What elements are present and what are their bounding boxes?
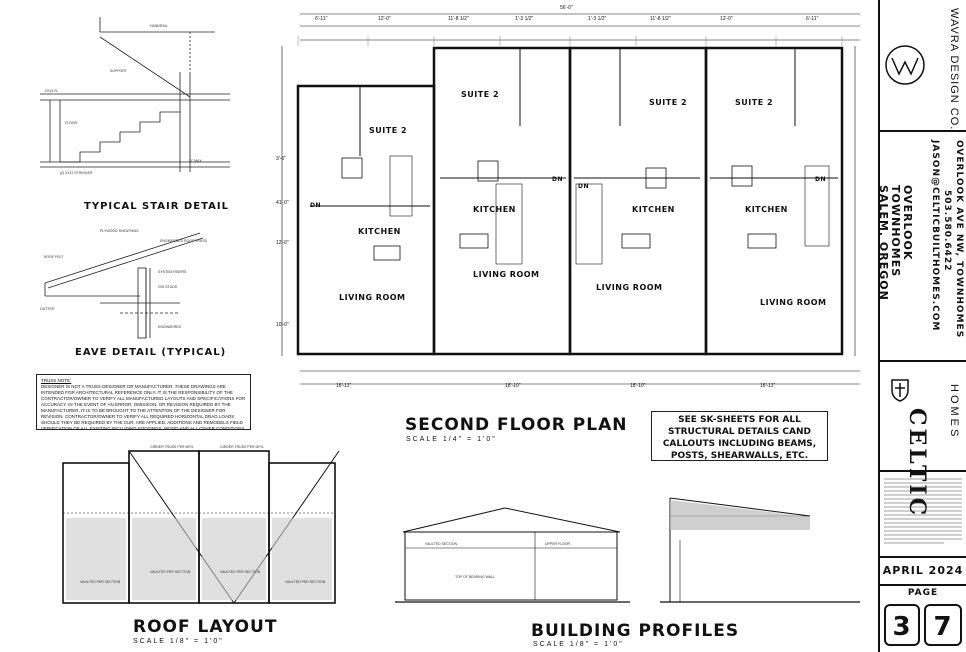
svg-text:2X6 STUDS: 2X6 STUDS [158,285,178,289]
page-number: 3 [884,604,920,646]
room-kitchen-4: KITCHEN [745,205,788,214]
date-cell: APRIL 2024 [880,556,966,586]
celtic-shield-icon [891,379,909,402]
svg-text:UPPER FLOOR: UPPER FLOOR [545,542,571,546]
top-dim-3: 11'-8 1/2" [448,16,469,22]
stair-dn-2: DN [552,176,564,183]
svg-text:VAULTED PER SECTION: VAULTED PER SECTION [285,580,326,584]
building-profiles-title: BUILDING PROFILES [531,621,740,641]
svg-text:GIRDER TRUSS PER MFG.: GIRDER TRUSS PER MFG. [150,445,194,449]
svg-text:ENGINEERED: ENGINEERED [158,325,182,329]
bottom-dim-4: 16'-11" [760,383,776,389]
company-name: WAVRA DESIGN CO. [948,8,960,131]
callout-line-1: SEE SK-SHEETS FOR ALL [678,415,801,425]
callout-line-2: STRUCTURAL DETAILS CAND [668,427,811,437]
side-dim-1: 41'-0" [276,200,289,206]
side-dim-4: 10'-0" [276,322,289,328]
address-line-1: OVERLOOK AVE NW, TOWNHOMES [954,140,964,339]
building-profile-left: VAULTED SECTION UPPER FLOOR TOP OF BEARI… [395,507,630,603]
svg-text:ENGINEERED ROOF TRUSS: ENGINEERED ROOF TRUSS [160,239,208,243]
page-total: 7 [924,604,962,646]
wavra-logo [885,45,925,85]
svg-text:(2) 2X12 STRINGER: (2) 2X12 STRINGER [60,171,93,175]
room-kitchen-3: KITCHEN [632,205,675,214]
svg-text:VAULTED SECTION: VAULTED SECTION [425,542,458,546]
builder-block: CELTIC HOMES [880,360,966,518]
title-block: WAVRA DESIGN CO. OVERLOOK TOWNHOMES SALE… [877,0,966,652]
roof-layout-title: ROOF LAYOUT [133,617,278,637]
eave-detail-drawing: PLYWOOD SHEATHING ENGINEERED ROOF TRUSS … [40,229,208,339]
svg-text:SUPPORT: SUPPORT [110,69,128,73]
svg-text:TOP OF BEARING WALL: TOP OF BEARING WALL [455,575,495,579]
structural-callout: SEE SK-SHEETS FOR ALL STRUCTURAL DETAILS… [651,411,828,461]
second-floor-plan-scale: SCALE 1/4" = 1'0" [406,436,497,443]
address-line-3: JASON@CELTICBUILTHOMES.COM [930,140,940,332]
svg-text:VAULTED PER SECTION: VAULTED PER SECTION [80,580,121,584]
project-line-2: TOWNHOMES [889,185,902,278]
project-line-1: OVERLOOK [901,185,914,261]
legal-notes-lines [884,478,962,544]
room-suite-3: SUITE 2 [649,98,688,107]
overall-dimension: 56'-0" [560,5,573,11]
svg-text:HANDRAIL: HANDRAIL [150,24,168,28]
page-label: PAGE [907,588,939,598]
stair-detail-drawing: HANDRAIL SUPPORT 2X10 FL FLOOR 6" MAX (2… [40,17,230,175]
room-living-2: LIVING ROOM [473,270,540,279]
room-suite-2: SUITE 2 [461,90,500,99]
svg-text:VAULTED PER SECTION: VAULTED PER SECTION [150,570,191,574]
svg-text:FLOOR: FLOOR [65,121,78,125]
svg-text:PLYWOOD SHEATHING: PLYWOOD SHEATHING [100,229,139,233]
stair-dn-4: DN [815,176,827,183]
top-dim-8: 6'-11" [806,16,819,22]
top-dim-6: 11'-8 1/2" [650,16,671,22]
stair-detail-title: TYPICAL STAIR DETAIL [84,201,229,212]
building-profile-right [660,497,860,603]
top-dim-2: 12'-0" [378,16,391,22]
side-dim-3: 12'-0" [276,240,289,246]
stair-dn-1: DN [310,202,322,209]
second-floor-plan-title: SECOND FLOOR PLAN [405,415,628,435]
bottom-dim-2: 18'-10" [505,383,521,389]
address-line-2: 503.580.6422 [942,190,952,272]
room-living-1: LIVING ROOM [339,293,406,302]
top-dim-4: 1'-3 1/2" [515,16,534,22]
callout-line-4: POSTS, SHEARWALLS, ETC. [670,451,809,461]
room-suite-1: SUITE 2 [369,126,408,135]
builder-sub: HOMES [948,384,960,440]
project-block: OVERLOOK TOWNHOMES SALEM, OREGON OVERLOO… [877,130,966,362]
svg-text:GUTTER: GUTTER [40,307,55,311]
bottom-dim-3: 18'-10" [630,383,646,389]
room-kitchen-1: KITCHEN [358,227,401,236]
room-suite-4: SUITE 2 [735,98,774,107]
room-living-4: LIVING ROOM [760,298,827,307]
svg-text:SYSTEM RISERS: SYSTEM RISERS [158,270,187,274]
side-dim-2: 3'-6" [276,156,286,162]
truss-note: TRUSS NOTE: DESIGNER IS NOT A TRUSS DESI… [36,374,251,430]
svg-text:2X10 FL: 2X10 FL [45,89,58,93]
top-dim-5: 1'-3 1/2" [588,16,607,22]
top-dim-1: 6'-11" [315,16,328,22]
company-block: WAVRA DESIGN CO. [880,0,966,132]
roof-layout-scale: SCALE 1/8" = 1'0" [133,638,224,645]
stair-dn-3: DN [578,183,590,190]
building-profiles-scale: SCALE 1/8" = 1'0" [533,641,624,648]
svg-text:GIRDER TRUSS PER MFG.: GIRDER TRUSS PER MFG. [220,445,264,449]
roof-layout-drawing: VAULTED PER SECTION VAULTED PER SECTION … [62,445,340,604]
bottom-dim-1: 16'-11" [336,383,352,389]
svg-text:6" MAX: 6" MAX [190,159,202,163]
eave-detail-title: EAVE DETAIL (TYPICAL) [75,347,227,358]
svg-text:ROOF FELT: ROOF FELT [44,255,64,259]
project-line-3: SALEM, OREGON [877,185,890,301]
room-kitchen-2: KITCHEN [473,205,516,214]
top-dim-7: 12'-0" [720,16,733,22]
truss-note-text: DESIGNER IS NOT A TRUSS DESIGNER OR MANU… [41,384,246,430]
truss-note-heading: TRUSS NOTE: [41,378,72,383]
second-floor-plan-drawing [281,13,860,385]
svg-text:VAULTED PER SECTION: VAULTED PER SECTION [220,570,261,574]
legal-notes [884,475,962,551]
callout-line-3: CALLOUTS INCLUDING BEAMS, [662,439,817,449]
room-living-3: LIVING ROOM [596,283,663,292]
